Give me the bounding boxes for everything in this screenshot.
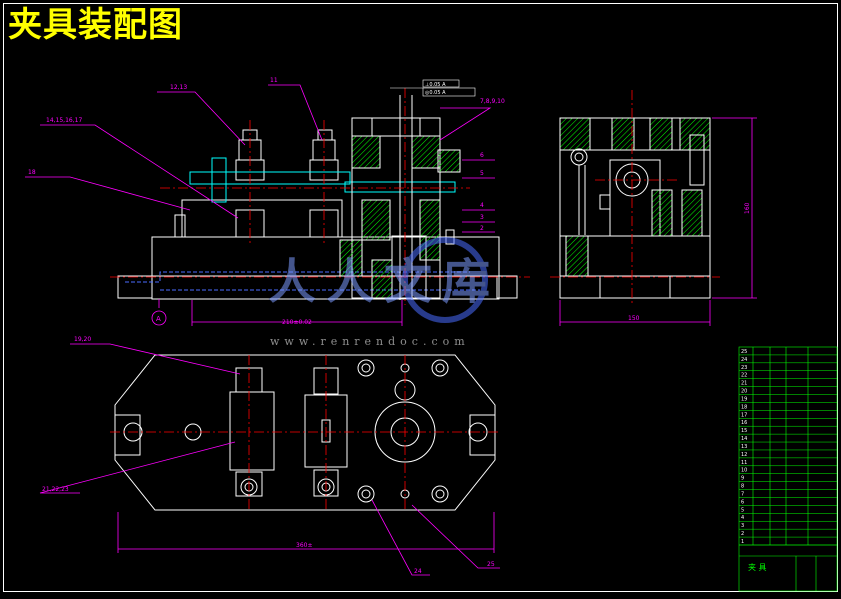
table-row-number: 5 <box>741 507 744 513</box>
callout-12-13: 12,13 <box>170 84 187 91</box>
callout-7-10: 7,8,9,10 <box>480 98 505 105</box>
tolerance-frame <box>422 87 476 97</box>
table-row-number: 25 <box>741 349 747 355</box>
callout-19-20: 19,20 <box>74 336 91 343</box>
tolerance-frame <box>422 79 460 88</box>
table-row-number: 18 <box>741 404 747 410</box>
watermark-logo <box>402 237 488 323</box>
callout-2: 2 <box>480 225 484 232</box>
callout-24: 24 <box>414 568 422 575</box>
side-centerlines <box>550 90 720 305</box>
table-row-number: 23 <box>741 365 747 371</box>
dim-side-right: 160 <box>744 202 751 214</box>
dim-side-bottom: 150 <box>628 315 640 322</box>
watermark-brand: 人人文库 <box>268 254 500 310</box>
table-row-number: 1 <box>741 539 744 545</box>
table-row-number: 3 <box>741 523 744 529</box>
datum-marker <box>151 310 167 326</box>
table-row-number: 7 <box>741 491 744 497</box>
callout-11: 11 <box>270 77 278 84</box>
table-row-number: 17 <box>741 412 747 418</box>
dim-front-bottom: 210±0.02 <box>282 319 312 326</box>
callout-25: 25 <box>487 561 495 568</box>
table-row-number: 20 <box>741 389 747 395</box>
table-row-number: 19 <box>741 396 747 402</box>
tolerance-concentric: ◎0.05 A <box>425 90 446 96</box>
table-row-number: 6 <box>741 499 744 505</box>
sheet-border <box>3 3 838 592</box>
table-row-number: 22 <box>741 373 747 379</box>
table-row-number: 12 <box>741 452 747 458</box>
watermark-url: www.renrendoc.com <box>270 335 470 348</box>
front-leaders <box>25 84 495 326</box>
side-labels: 150 160 <box>628 202 751 322</box>
drawing-title: 夹具装配图 <box>8 5 183 45</box>
side-view <box>559 117 711 299</box>
watermark: 人人文库 www.renrendoc.com <box>268 237 500 348</box>
table-row-number: 4 <box>741 515 744 521</box>
dim-top-bottom: 360± <box>296 542 312 549</box>
top-labels: 19,20 21,22,23 24 25 360± <box>42 336 495 575</box>
callout-4: 4 <box>480 202 484 209</box>
callout-5: 5 <box>480 170 484 177</box>
callout-14-17: 14,15,16,17 <box>46 117 82 124</box>
callout-18: 18 <box>28 169 36 176</box>
table-row-number: 15 <box>741 428 747 434</box>
table-row-number: 21 <box>741 381 747 387</box>
parts-table-rows: 2524232221201918171615141312111098765432… <box>739 349 837 546</box>
top-view <box>114 354 496 511</box>
table-row-number: 10 <box>741 468 747 474</box>
table-row-number: 11 <box>741 460 747 466</box>
table-row-number: 13 <box>741 444 747 450</box>
callout-6: 6 <box>480 152 484 159</box>
table-row-number: 2 <box>741 531 744 537</box>
tolerance-perpendicular: ⊥0.05 A <box>425 82 446 88</box>
callout-21-23: 21,22,23 <box>42 486 69 493</box>
top-centerlines <box>110 355 500 510</box>
table-row-number: 14 <box>741 436 747 442</box>
tolerance-labels: ⊥0.05 A ◎0.05 A <box>425 82 446 96</box>
callout-3: 3 <box>480 214 484 221</box>
parts-table <box>738 346 838 592</box>
table-row-number: 16 <box>741 420 747 426</box>
top-leaders <box>39 343 500 576</box>
title-block-name: 夹 具 <box>748 562 767 572</box>
table-row-number: 24 <box>741 357 747 363</box>
table-row-number: 9 <box>741 476 744 482</box>
side-dimensions <box>559 117 757 326</box>
table-row-number: 8 <box>741 484 744 490</box>
datum-label: A <box>156 315 161 323</box>
front-labels: 12,13 11 14,15,16,17 18 7,8,9,10 6 5 4 3… <box>28 77 505 326</box>
